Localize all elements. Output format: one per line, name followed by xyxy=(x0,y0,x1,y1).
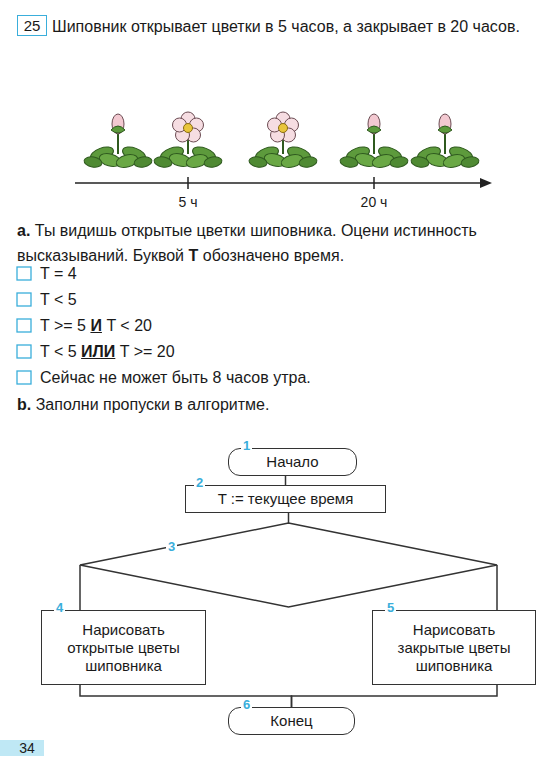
task-b: b. Заполни пропуски в алгоритме. xyxy=(17,392,532,417)
flow-line xyxy=(80,685,292,707)
flow-line xyxy=(292,685,498,707)
decision-diamond: 3 xyxy=(80,523,497,607)
problem-text: Шиповник открывает цветки в 5 часов, а з… xyxy=(52,14,534,39)
page-tab xyxy=(0,740,44,756)
statement: T = 4 xyxy=(40,261,530,286)
node-text: Нарисовать закрытые цветы шиповника xyxy=(379,621,529,675)
callout-number: 4 xyxy=(54,601,65,615)
statement: T < 5ИЛИ T >= 20 xyxy=(40,339,530,364)
statement-text: T < 5 xyxy=(40,291,77,308)
time-label-text: 5 ч xyxy=(179,194,198,210)
statement: T < 5 xyxy=(40,287,530,312)
callout-number: 1 xyxy=(241,439,252,453)
task-a-text: T xyxy=(189,247,199,264)
flow-line xyxy=(285,476,286,485)
time-label-text: 20 ч xyxy=(361,194,388,210)
problem-number: 25 xyxy=(17,15,47,36)
node-body: Нарисовать закрытые цветы шиповника xyxy=(373,611,535,684)
task-a: a.Ты видишь открытые цветки шиповника. О… xyxy=(17,218,532,268)
callout-number: 3 xyxy=(166,540,177,554)
statement-text: И xyxy=(90,317,102,334)
statement-text: T < 20 xyxy=(106,317,152,334)
node-body: Нарисовать открытые цветы шиповника xyxy=(42,611,205,684)
statement-text: T = 4 xyxy=(40,265,77,282)
flow-line xyxy=(80,565,81,610)
statement: Сейчас не может быть 8 часов утра. xyxy=(40,365,530,390)
task-a-text: a. xyxy=(17,222,30,239)
statement: T >= 5ИT < 20 xyxy=(40,313,530,338)
task-a-text: обозначено время. xyxy=(203,247,344,264)
problem-number-text: 25 xyxy=(24,17,41,34)
node-text: T := текущее время xyxy=(218,490,354,508)
statement-text: ИЛИ xyxy=(81,343,115,360)
time-label: 20 ч xyxy=(349,190,399,215)
flow-line xyxy=(288,513,289,523)
flow-line xyxy=(497,565,498,610)
page-number: 34 xyxy=(12,736,42,761)
node-body: T := текущее время xyxy=(186,486,385,512)
statement-text: Сейчас не может быть 8 часов утра. xyxy=(40,369,311,386)
node-text: Начало xyxy=(266,453,318,471)
diamond-outline xyxy=(80,523,497,607)
checkbox xyxy=(17,267,31,384)
task-b-text: b. xyxy=(17,396,31,413)
process-box: 4Нарисовать открытые цветы шиповника xyxy=(41,610,206,685)
node-text: Конец xyxy=(270,712,312,730)
process-box: 2T := текущее время xyxy=(185,485,386,513)
page-number-text: 34 xyxy=(19,740,35,756)
statement-text: T >= 5 xyxy=(40,317,86,334)
time-label: 5 ч xyxy=(163,190,213,215)
statement-text: T >= 20 xyxy=(120,343,175,360)
callout-number: 2 xyxy=(194,476,205,490)
callout-number: 6 xyxy=(241,698,252,712)
terminator: 1Начало xyxy=(228,448,357,476)
statement-text: T < 5 xyxy=(40,343,77,360)
problem-text-text: Шиповник открывает цветки в 5 часов, а з… xyxy=(52,18,520,35)
task-b-text: Заполни пропуски в алгоритме. xyxy=(36,396,270,413)
time-axis xyxy=(75,182,482,184)
terminator: 6Конец xyxy=(228,707,355,735)
process-box: 5Нарисовать закрытые цветы шиповника xyxy=(372,610,536,685)
node-text: Нарисовать открытые цветы шиповника xyxy=(48,621,199,675)
callout-number: 5 xyxy=(385,601,396,615)
